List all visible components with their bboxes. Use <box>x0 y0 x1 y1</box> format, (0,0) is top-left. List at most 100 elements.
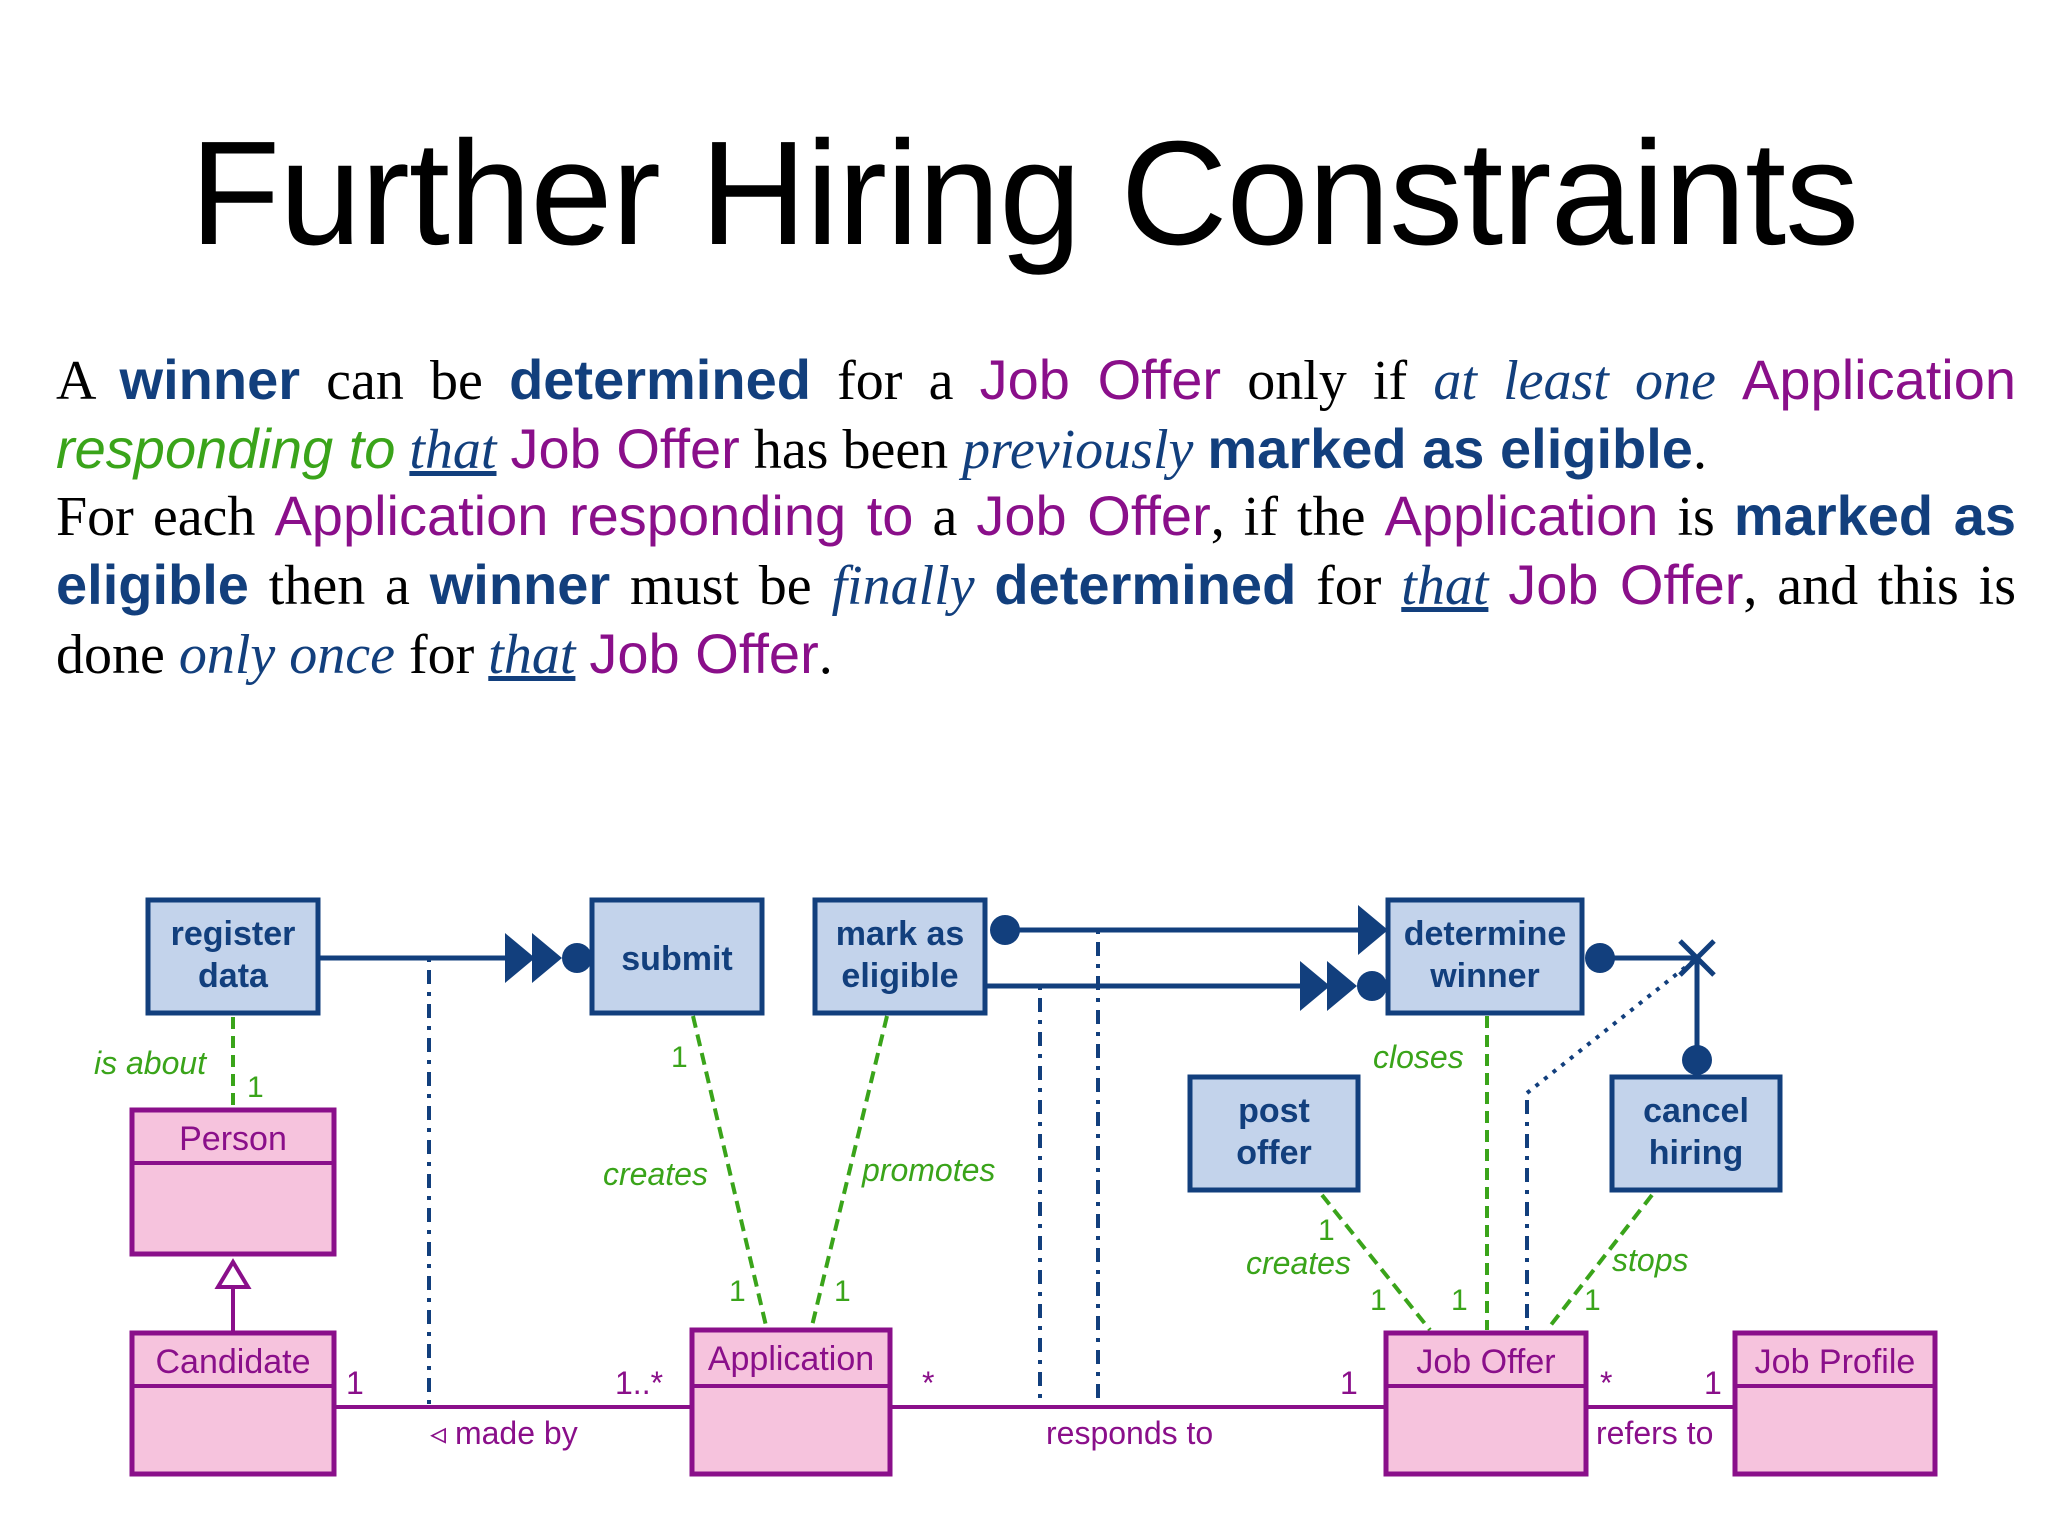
text: A <box>56 350 120 412</box>
multiplicity: 1 <box>1318 1214 1335 1247</box>
class-job-offer: Job Offer <box>1383 1330 1589 1477</box>
task-register-data: register data <box>145 897 321 1016</box>
task-box <box>145 897 321 1016</box>
generalization-arrow-icon <box>214 1258 252 1289</box>
multiplicity: 1 <box>1370 1284 1387 1317</box>
dot-icon <box>1357 971 1387 1001</box>
ref-that: that <box>409 419 497 481</box>
multiplicity: * <box>922 1365 934 1401</box>
class-box <box>689 1327 893 1477</box>
link-creates-application <box>691 1015 769 1331</box>
text: . <box>818 624 833 686</box>
multiplicity: 1 <box>729 1275 746 1308</box>
ent-job-offer: Job Offer <box>589 622 819 685</box>
kw-winner: winner <box>119 348 300 411</box>
class-label: Application <box>708 1340 874 1378</box>
ent-job-offer: Job Offer <box>1508 553 1744 616</box>
kw-marked-as-eligible: marked as eligible <box>1207 417 1693 480</box>
class-box <box>1732 1330 1938 1477</box>
task-box <box>589 897 765 1016</box>
ref-that: that <box>488 624 576 686</box>
rel-responding-to: responding to <box>56 417 396 480</box>
task-label: eligible <box>841 957 958 995</box>
associations <box>214 1258 1734 1409</box>
task-mark-as-eligible: mark as eligible <box>812 897 988 1016</box>
constraint-paragraph-1: A winner can be determined for a Job Off… <box>56 346 2016 484</box>
class-box <box>129 1107 337 1257</box>
link-label-is-about: is about <box>94 1045 207 1081</box>
connector-offer-to-cross <box>1525 956 1699 1095</box>
ent-job-offer: Job Offer <box>979 348 1222 411</box>
task-submit: submit <box>589 897 765 1016</box>
class-label: Job Offer <box>1416 1343 1555 1381</box>
link-promotes <box>809 1015 889 1331</box>
task-cancel-hiring: cancel hiring <box>1609 1074 1783 1193</box>
dot-icon <box>1682 1045 1712 1075</box>
qualifier: previously <box>962 419 1194 481</box>
text: then a <box>248 555 430 617</box>
multiplicity: 1 <box>834 1275 851 1308</box>
qualifier: finally <box>831 555 975 617</box>
class-box <box>1383 1330 1589 1477</box>
multiplicity: 1 <box>346 1365 364 1401</box>
assoc-label-made-by: ◃ made by <box>430 1415 578 1451</box>
constraint-paragraph-2: For each Application responding to a Job… <box>56 482 2016 689</box>
text: only if <box>1221 350 1434 412</box>
class-label: Job Profile <box>1755 1343 1916 1381</box>
class-label: Person <box>179 1120 287 1158</box>
page-title: Further Hiring Constraints <box>189 111 1859 276</box>
dot-icon <box>562 943 592 973</box>
link-label-creates-offer: creates <box>1246 1245 1351 1281</box>
task-post-offer: post offer <box>1187 1074 1361 1193</box>
text: , and this is done <box>56 555 2017 686</box>
assoc-label-responds-to: responds to <box>1046 1415 1213 1451</box>
class-box <box>129 1330 337 1477</box>
kw-determined: determined <box>509 348 811 411</box>
ent-application: Application <box>1384 484 1659 547</box>
multiplicity: 1 <box>247 1071 264 1104</box>
link-label-promotes: promotes <box>861 1152 995 1188</box>
text: can be <box>300 350 510 412</box>
qualifier: only once <box>178 624 395 686</box>
task-box <box>1385 897 1585 1016</box>
ref-that: that <box>1401 555 1489 617</box>
text: , if the <box>1210 486 1385 548</box>
task-box <box>1187 1074 1361 1193</box>
text: a <box>913 486 977 548</box>
link-creates-offer <box>1320 1193 1432 1332</box>
ent-job-offer: Job Offer <box>976 484 1211 547</box>
task-label: determine <box>1404 915 1567 953</box>
task-box <box>812 897 988 1016</box>
task-label: data <box>198 957 269 995</box>
text: For each <box>56 486 275 548</box>
task-label: winner <box>1429 957 1540 995</box>
arrowhead-icon <box>1300 961 1330 1011</box>
task-label: hiring <box>1649 1134 1743 1172</box>
multiplicity: 1 <box>1340 1365 1358 1401</box>
task-label: post <box>1238 1092 1310 1130</box>
class-candidate: Candidate <box>129 1330 337 1477</box>
text: for <box>1296 555 1402 617</box>
link-label-stops: stops <box>1612 1242 1688 1278</box>
kw-determined: determined <box>994 553 1297 616</box>
arrowhead-icon <box>505 933 535 983</box>
text: must be <box>610 555 832 617</box>
arrowhead-icon <box>1327 961 1357 1011</box>
ent-job-offer: Job Offer <box>510 417 740 480</box>
task-label: submit <box>621 940 732 978</box>
multiplicity: 1 <box>1584 1284 1601 1317</box>
ent-application-responding: Application responding to <box>274 484 914 547</box>
text: for <box>394 624 489 686</box>
kw-winner: winner <box>429 553 611 616</box>
link-label-creates: creates <box>603 1156 708 1192</box>
constraint-connectors <box>427 930 1699 1404</box>
task-label: offer <box>1236 1134 1312 1172</box>
class-application: Application <box>689 1327 893 1477</box>
text: . <box>1692 419 1707 481</box>
text: for a <box>810 350 980 412</box>
task-determine-winner: determine winner <box>1385 897 1585 1016</box>
arrowhead-icon <box>1358 905 1388 955</box>
class-job-profile: Job Profile <box>1732 1330 1938 1477</box>
cross-icon <box>1678 939 1716 977</box>
